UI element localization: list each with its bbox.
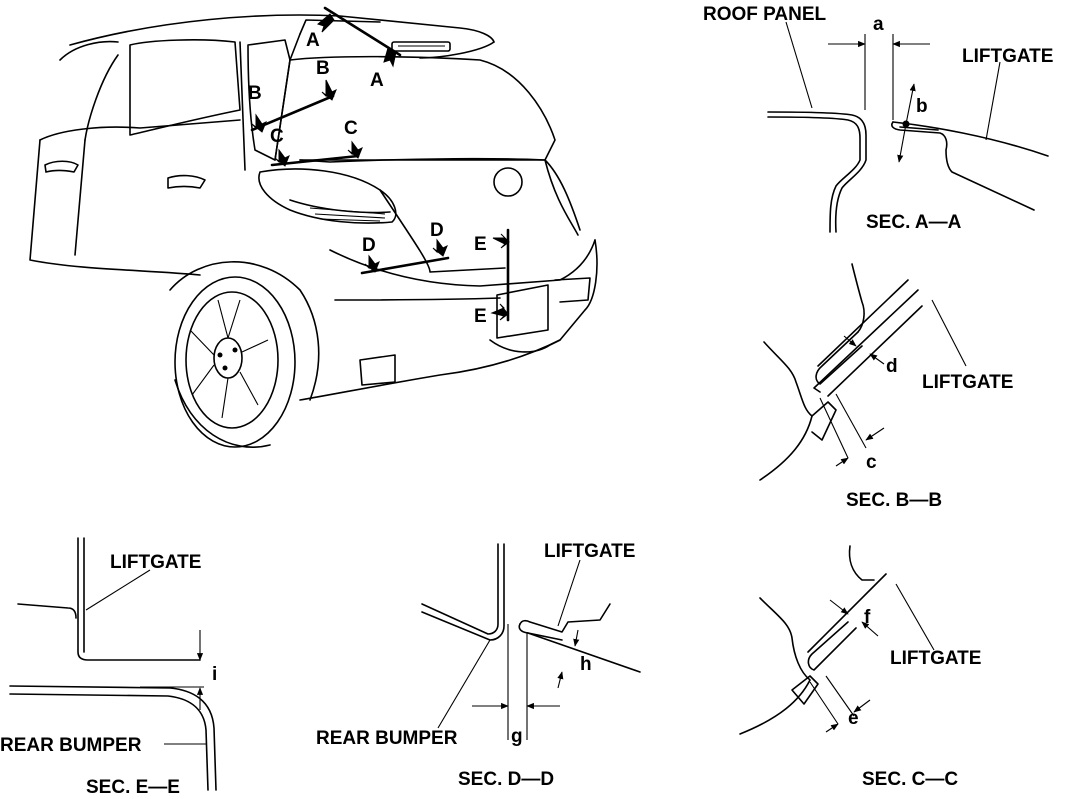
section-title: SEC. D—D [458,769,554,790]
section-d-d: LIFTGATE REAR BUMPER h g SEC. D—D [316,541,641,790]
section-c-c: LIFTGATE f e SEC. C—C [739,545,981,790]
marker-b-right: B [316,58,330,79]
section-title: SEC. E—E [86,777,180,798]
section-title: SEC. C—C [862,769,958,790]
label-rear-bumper: REAR BUMPER [316,728,458,749]
dim-label-e: e [848,708,859,729]
dim-label-b: b [916,96,928,117]
marker-d-right: D [430,220,444,241]
marker-b-left: B [248,83,262,104]
section-a-a: ROOF PANEL LIFTGATE a b SEC. A—A [703,4,1053,233]
section-b-b: LIFTGATE d c SEC. B—B [759,263,1013,511]
marker-c-left: C [270,126,284,147]
label-liftgate: LIFTGATE [922,372,1013,393]
dim-label-i: i [212,664,217,685]
section-title: SEC. A—A [866,212,962,233]
label-liftgate: LIFTGATE [544,541,635,562]
marker-a-upper: A [306,30,320,51]
dim-label-g: g [511,726,523,747]
label-rear-bumper: REAR BUMPER [0,735,142,756]
marker-d-left: D [362,235,376,256]
marker-a-lower: A [370,70,384,91]
dim-label-f: f [864,607,871,628]
marker-c-right: C [344,118,358,139]
section-title: SEC. B—B [846,490,942,511]
marker-e-lower: E [474,306,487,327]
marker-e-upper: E [474,234,487,255]
dim-label-d: d [886,356,898,377]
dim-label-h: h [580,654,592,675]
label-liftgate: LIFTGATE [962,46,1053,67]
car-rear-view-illustration: A A B B C C D D E E [29,6,598,448]
section-e-e: LIFTGATE REAR BUMPER i SEC. E—E [0,537,217,798]
label-liftgate: LIFTGATE [110,552,201,573]
dim-label-c: c [866,452,877,473]
label-roof-panel: ROOF PANEL [703,4,827,25]
label-liftgate: LIFTGATE [890,648,981,669]
dim-label-a: a [873,14,884,35]
